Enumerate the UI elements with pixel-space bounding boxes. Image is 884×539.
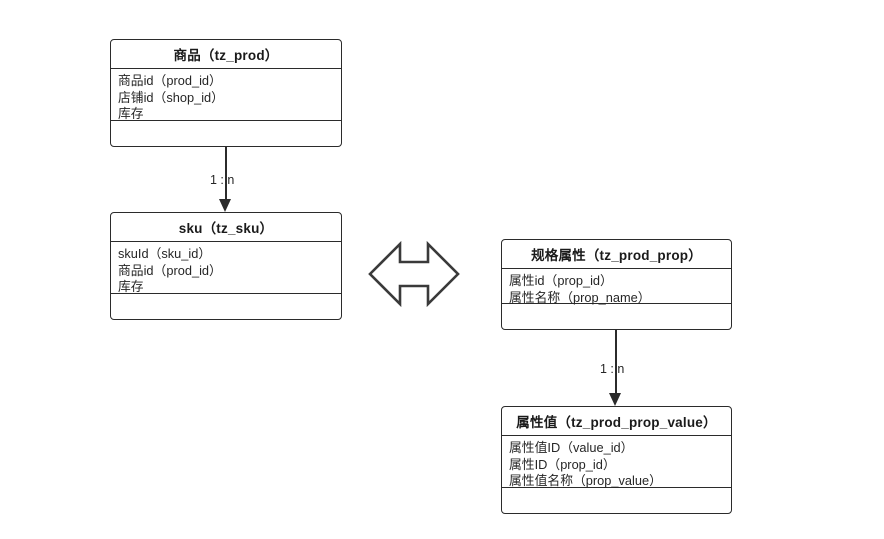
entity-attributes: 商品id（prod_id） 店铺id（shop_id） 库存: [111, 69, 341, 121]
entity-title: 规格属性（tz_prod_prop）: [502, 240, 731, 269]
connector-line: [615, 330, 617, 394]
attribute-row: 属性值名称（prop_value）: [509, 473, 662, 488]
connector-prod-to-sku: [219, 147, 232, 213]
attribute-row: 库存: [118, 279, 144, 294]
attribute-row: 属性名称（prop_name）: [509, 289, 651, 305]
attribute-row: skuId（sku_id）: [118, 246, 212, 261]
connector-line: [225, 147, 227, 200]
entity-attributes: skuId（sku_id） 商品id（prod_id） 库存: [111, 242, 341, 294]
attribute-row: 店铺id（shop_id）: [118, 89, 224, 105]
entity-title: 属性值（tz_prod_prop_value）: [502, 407, 731, 436]
entity-methods: [111, 121, 341, 146]
entity-methods: [111, 294, 341, 319]
entity-attributes: 属性id（prop_id） 属性名称（prop_name）: [502, 269, 731, 305]
entity-methods: [502, 488, 731, 513]
connector-label-prop-to-prop-value: 1 : n: [600, 362, 625, 376]
entity-tz-prod[interactable]: 商品（tz_prod） 商品id（prod_id） 店铺id（shop_id） …: [110, 39, 342, 147]
entity-tz-prod-prop[interactable]: 规格属性（tz_prod_prop） 属性id（prop_id） 属性名称（pr…: [501, 239, 732, 330]
attribute-row: 商品id（prod_id）: [118, 73, 222, 88]
connector-prop-to-prop-value: [609, 330, 622, 407]
arrow-head-icon: [609, 393, 622, 406]
entity-methods: [502, 304, 731, 329]
entity-tz-prod-prop-value[interactable]: 属性值（tz_prod_prop_value） 属性值ID（value_id） …: [501, 406, 732, 514]
entity-title: sku（tz_sku）: [111, 213, 341, 242]
connector-label-prod-to-sku: 1 : n: [210, 173, 235, 187]
entity-tz-sku[interactable]: sku（tz_sku） skuId（sku_id） 商品id（prod_id） …: [110, 212, 342, 320]
attribute-row: 库存: [118, 106, 144, 121]
entity-title: 商品（tz_prod）: [111, 40, 341, 69]
entity-attributes: 属性值ID（value_id） 属性ID（prop_id） 属性值名称（prop…: [502, 436, 731, 488]
attribute-row: 属性id（prop_id）: [509, 273, 613, 288]
attribute-row: 属性值ID（value_id）: [509, 440, 634, 455]
attribute-row: 商品id（prod_id）: [118, 262, 222, 278]
arrow-head-icon: [219, 199, 232, 212]
attribute-row: 属性ID（prop_id）: [509, 456, 616, 472]
bidirectional-arrow-icon: [368, 236, 460, 312]
